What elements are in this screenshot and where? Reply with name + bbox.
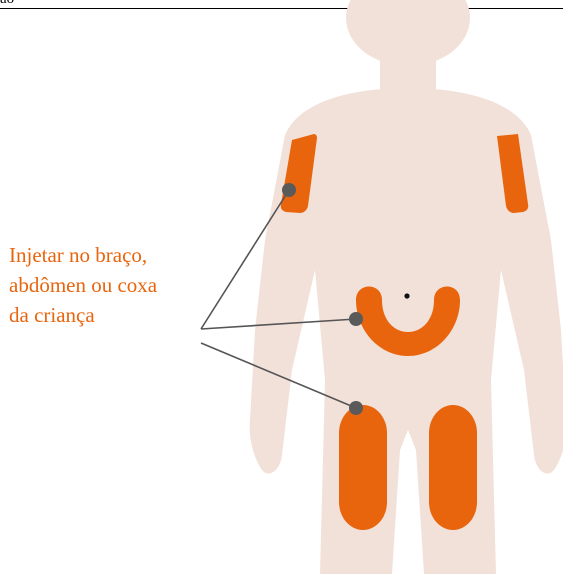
left-thigh-site-icon <box>339 405 387 530</box>
pointer-dot-thigh <box>349 401 363 415</box>
caption-line-1: Injetar no braço, <box>9 240 209 270</box>
injection-instruction-caption: Injetar no braço, abdômen ou coxa da cri… <box>9 240 209 330</box>
pointer-dot-abdomen <box>349 312 363 326</box>
right-thigh-site-icon <box>429 405 477 530</box>
child-silhouette-icon <box>250 0 563 574</box>
navel-dot <box>404 293 409 298</box>
caption-line-3: da criança <box>9 300 209 330</box>
pointer-dot-arm <box>282 183 296 197</box>
caption-line-2: abdômen ou coxa <box>9 270 209 300</box>
